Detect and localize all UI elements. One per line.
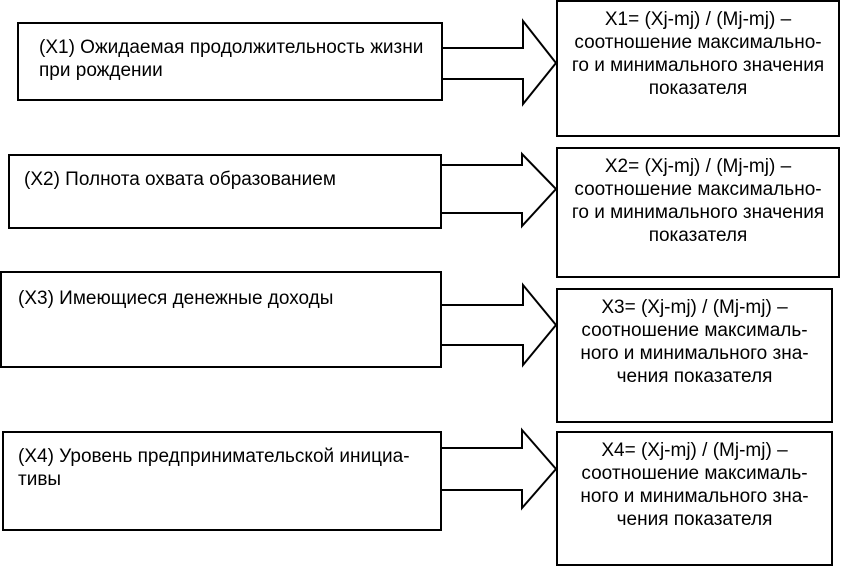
formula-box-x4: X4= (Xj-mj) / (Mj-mj) – соотношение макс…: [556, 431, 833, 566]
indicator-label-x2: (X2) Полнота охвата образованием: [24, 169, 336, 190]
arrow-x1: [441, 18, 558, 107]
indicator-box-x4: (X4) Уровень предпринимательской инициа-…: [2, 431, 442, 531]
arrow-x3: [439, 282, 558, 368]
formula-box-x1: X1= (Xj-mj) / (Mj-mj) – соотношение макс…: [556, 0, 840, 137]
indicator-box-x2: (X2) Полнота охвата образованием: [8, 154, 442, 229]
indicator-box-x1: (X1) Ожидаемая продолжительность жизни п…: [17, 22, 443, 101]
arrow-x4: [439, 427, 558, 511]
arrow-x2: [439, 151, 558, 229]
indicator-box-x3: (X3) Имеющиеся денежные доходы: [0, 271, 442, 368]
indicator-label-x4: (X4) Уровень предпринимательской инициа-…: [18, 446, 410, 490]
indicator-label-x3: (X3) Имеющиеся денежные доходы: [18, 288, 334, 309]
indicator-label-x1: (X1) Ожидаемая продолжительность жизни п…: [39, 37, 424, 81]
formula-box-x3: X3= (Xj-mj) / (Mj-mj) – соотношение макс…: [556, 288, 833, 423]
formula-box-x2: X2= (Xj-mj) / (Mj-mj) – соотношение макс…: [556, 147, 840, 278]
